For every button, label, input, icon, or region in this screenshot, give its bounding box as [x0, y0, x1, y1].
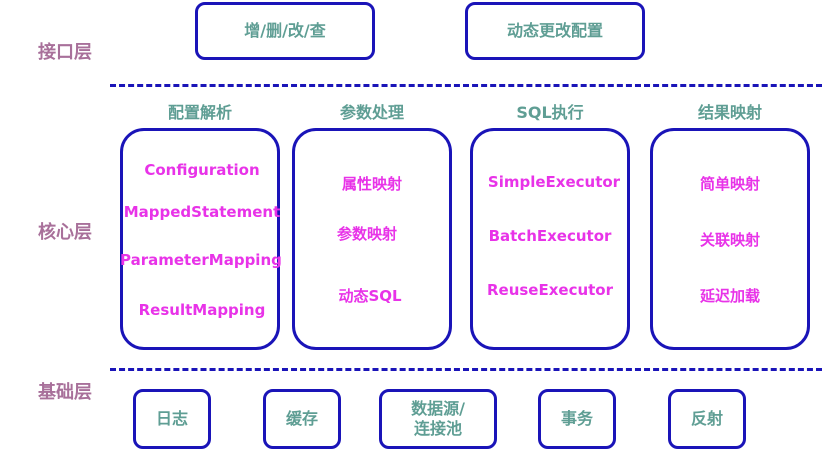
- result-mapping-box: [650, 128, 810, 350]
- datasource-pool-box: 数据源/ 连接池: [379, 389, 497, 449]
- column-header-config-parsing: 配置解析: [167, 103, 232, 122]
- logging-box-label: 日志: [155, 409, 188, 428]
- reflection-box-label: 反射: [690, 409, 723, 428]
- logging-box: 日志: [133, 389, 211, 449]
- divider-core-base: [110, 368, 822, 371]
- item-dynamic-sql: 动态SQL: [338, 287, 402, 305]
- item-simple-executor: SimpleExecutor: [487, 173, 621, 191]
- column-header-result-mapping: 结果映射: [697, 103, 762, 122]
- item-parameter-mapping-cn: 参数映射: [336, 225, 397, 243]
- item-simple-mapping: 简单映射: [699, 175, 760, 193]
- sql-execution-box: [470, 128, 630, 350]
- base-layer-label: 基础层: [38, 382, 92, 403]
- item-result-mapping: ResultMapping: [138, 301, 266, 319]
- param-handling-box: [292, 128, 452, 350]
- item-association-mapping: 关联映射: [699, 231, 760, 249]
- crud-box: 增/删/改/查: [195, 2, 375, 60]
- item-configuration: Configuration: [144, 161, 260, 179]
- divider-interface-core: [110, 84, 822, 87]
- cache-box: 缓存: [263, 389, 341, 449]
- cache-box-label: 缓存: [285, 409, 318, 428]
- item-reuse-executor: ReuseExecutor: [486, 281, 614, 299]
- crud-box-label: 增/删/改/查: [244, 21, 326, 40]
- item-property-mapping: 属性映射: [341, 175, 402, 193]
- config-parsing-box: [120, 128, 280, 350]
- reflection-box: 反射: [668, 389, 746, 449]
- dynamic-config-box-label: 动态更改配置: [506, 21, 603, 40]
- column-header-param-handling: 参数处理: [339, 103, 404, 122]
- item-parameter-mapping: ParameterMapping: [120, 251, 282, 269]
- core-layer-label: 核心层: [38, 222, 92, 243]
- item-lazy-loading: 延迟加载: [699, 287, 760, 305]
- transaction-box-label: 事务: [560, 409, 593, 428]
- item-mapped-statement: MappedStatement: [123, 203, 281, 221]
- interface-layer-label: 接口层: [38, 42, 92, 63]
- dynamic-config-box: 动态更改配置: [465, 2, 645, 60]
- datasource-pool-box-label: 数据源/ 连接池: [411, 399, 465, 438]
- item-batch-executor: BatchExecutor: [488, 227, 612, 245]
- transaction-box: 事务: [538, 389, 616, 449]
- column-header-sql-execution: SQL执行: [516, 103, 584, 122]
